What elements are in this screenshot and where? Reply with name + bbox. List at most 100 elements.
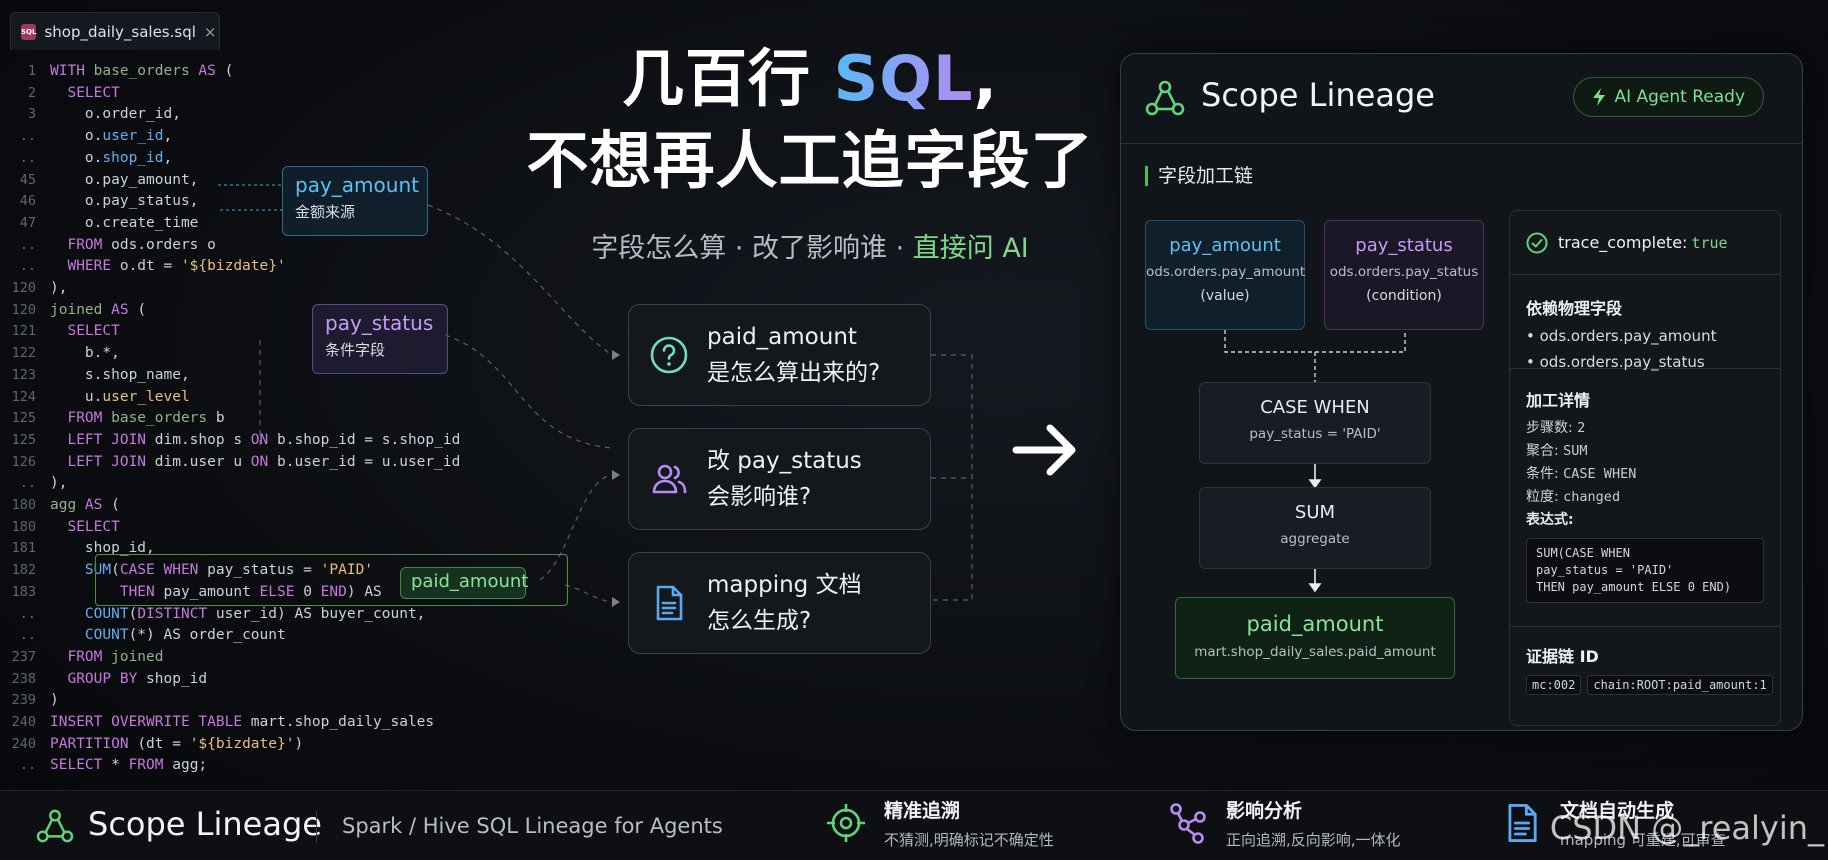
- sum-highlight-box: [95, 554, 568, 606]
- code-text: s.shop_name,: [50, 366, 190, 383]
- headline-line1: 几百行 SQL,: [621, 42, 999, 115]
- node-paid-amount[interactable]: paid_amount mart.shop_daily_sales.paid_a…: [1175, 597, 1455, 679]
- line-number: 240: [11, 714, 36, 730]
- code-line: 2 SELECT: [0, 82, 120, 104]
- code-text: ),: [50, 475, 68, 492]
- lineage-logo-icon: [1145, 80, 1185, 116]
- line-number: ..: [19, 149, 36, 166]
- footer: Scope Lineage Spark / Hive SQL Lineage f…: [0, 790, 1828, 860]
- code-text: o.pay_amount,: [50, 171, 199, 188]
- line-number: 3: [27, 106, 36, 123]
- line-number: 123: [11, 366, 36, 383]
- watermark: CSDN @_realyin_: [1549, 809, 1824, 847]
- feature-impact-analysis: 影响分析 正向追溯,反向影响,一体化: [1166, 791, 1426, 860]
- lightning-icon: [1593, 88, 1606, 106]
- question-line1: paid_amount: [707, 324, 857, 350]
- trace-status-section: trace_complete: true: [1510, 211, 1780, 275]
- document-icon: [1508, 803, 1537, 843]
- question-card-mapping-doc[interactable]: mapping 文档怎么生成?: [628, 552, 931, 654]
- node-sub: pay_status = 'PAID': [1249, 426, 1381, 442]
- detail-cond: 条件: CASE WHEN: [1526, 466, 1637, 482]
- code-text: SELECT: [50, 84, 120, 101]
- code-line: 120),: [0, 277, 68, 299]
- dep-item: • ods.orders.pay_amount: [1526, 327, 1717, 345]
- callout-sub: 条件字段: [325, 341, 386, 359]
- line-number: 2: [27, 84, 36, 101]
- close-icon[interactable]: ×: [203, 22, 217, 41]
- line-number: 124: [11, 388, 36, 405]
- line-number: 46: [19, 193, 36, 210]
- detail-title: 加工详情: [1526, 391, 1591, 410]
- code-line: 3 o.order_id,: [0, 103, 181, 125]
- code-line: 125 FROM base_orders b: [0, 407, 225, 429]
- line-number: 120: [11, 301, 36, 318]
- line-number: 180: [11, 518, 36, 535]
- tab-filename: shop_daily_sales.sql: [44, 22, 196, 41]
- trace-key: trace_complete:: [1558, 233, 1688, 252]
- code-line: 123 s.shop_name,: [0, 364, 190, 386]
- code-text: FROM ods.orders o: [50, 236, 216, 253]
- expr-label: 表达式:: [1526, 512, 1574, 528]
- footer-tagline: Spark / Hive SQL Lineage for Agents: [342, 814, 723, 838]
- code-text: o.shop_id,: [50, 149, 173, 166]
- chain-connectors: [1224, 330, 1406, 593]
- node-sum[interactable]: SUM aggregate: [1199, 487, 1431, 569]
- code-line: .. COUNT(*) AS order_count: [0, 624, 286, 646]
- node-pay-amount[interactable]: pay_amount ods.orders.pay_amount (value): [1145, 220, 1305, 330]
- question-icon: [650, 336, 688, 374]
- ai-agent-ready-badge[interactable]: AI Agent Ready: [1573, 77, 1764, 117]
- question-card-paid-amount[interactable]: paid_amount 是怎么算出来的?: [628, 304, 931, 406]
- headline-sql: SQL: [833, 42, 974, 115]
- line-number: 240: [11, 735, 36, 752]
- code-text: THEN pay_amount ELSE 0 END) AS: [50, 583, 382, 600]
- callout-title: pay_status: [325, 311, 434, 335]
- code-text: shop_id,: [50, 540, 155, 557]
- lineage-logo-icon: [36, 809, 74, 843]
- evidence-section: 证据链 ID mc:002 chain:ROOT:paid_amount:1: [1510, 627, 1780, 725]
- question-line2: 会影响谁?: [707, 484, 812, 510]
- feature-title: 影响分析: [1226, 800, 1303, 822]
- code-text: o.pay_status,: [50, 193, 199, 210]
- feature-precise-trace: 精准追溯 不猜测,明确标记不确定性: [824, 791, 1084, 860]
- code-line: .. FROM ods.orders o: [0, 234, 216, 256]
- code-line: .. WHERE o.dt = '${bizdate}': [0, 255, 286, 277]
- question-line2: 是怎么算出来的?: [707, 360, 881, 386]
- evidence-title: 证据链 ID: [1526, 647, 1599, 666]
- node-case-when[interactable]: CASE WHEN pay_status = 'PAID': [1199, 382, 1431, 464]
- line-number: ..: [19, 236, 36, 253]
- editor-tab[interactable]: SQL shop_daily_sales.sql ×: [10, 12, 220, 50]
- deps-title: 依赖物理字段: [1526, 299, 1623, 318]
- line-number: ..: [19, 757, 36, 774]
- node-role: (value): [1200, 288, 1250, 304]
- line-number: 239: [11, 692, 36, 709]
- detail-agg: 聚合: SUM: [1526, 443, 1588, 459]
- evidence-id: chain:ROOT:paid_amount:1: [1587, 675, 1773, 695]
- evidence-ids: mc:002 chain:ROOT:paid_amount:1: [1526, 675, 1773, 695]
- code-line: .. o.user_id,: [0, 125, 173, 147]
- node-pay-status[interactable]: pay_status ods.orders.pay_status (condit…: [1324, 220, 1484, 330]
- line-number: ..: [19, 258, 36, 275]
- code-line: 237 FROM joined: [0, 646, 164, 668]
- code-text: SUM(CASE WHEN pay_status = 'PAID': [50, 562, 374, 579]
- feature-sub: mapping 可重建,可审查: [1560, 831, 1726, 849]
- code-line: 180 SELECT: [0, 516, 120, 538]
- line-number: 122: [11, 345, 36, 362]
- code-line: 125 LEFT JOIN dim.shop s ON b.shop_id = …: [0, 429, 461, 451]
- line-number: 126: [11, 453, 36, 470]
- subheadline-highlight: 直接问 AI: [912, 233, 1029, 264]
- line-number: 45: [19, 171, 36, 188]
- sql-file-icon: SQL: [21, 23, 37, 40]
- graph-icon: [1170, 803, 1206, 844]
- badge-label: AI Agent Ready: [1614, 87, 1745, 107]
- code-line: 122 b.*,: [0, 342, 120, 364]
- line-number: 181: [11, 540, 36, 557]
- target-icon: [827, 804, 865, 842]
- code-line: 183 THEN pay_amount ELSE 0 END) AS: [0, 581, 382, 603]
- subheadline: 字段怎么算 · 改了影响谁 · 直接问 AI: [591, 233, 1029, 264]
- node-title: CASE WHEN: [1260, 397, 1370, 418]
